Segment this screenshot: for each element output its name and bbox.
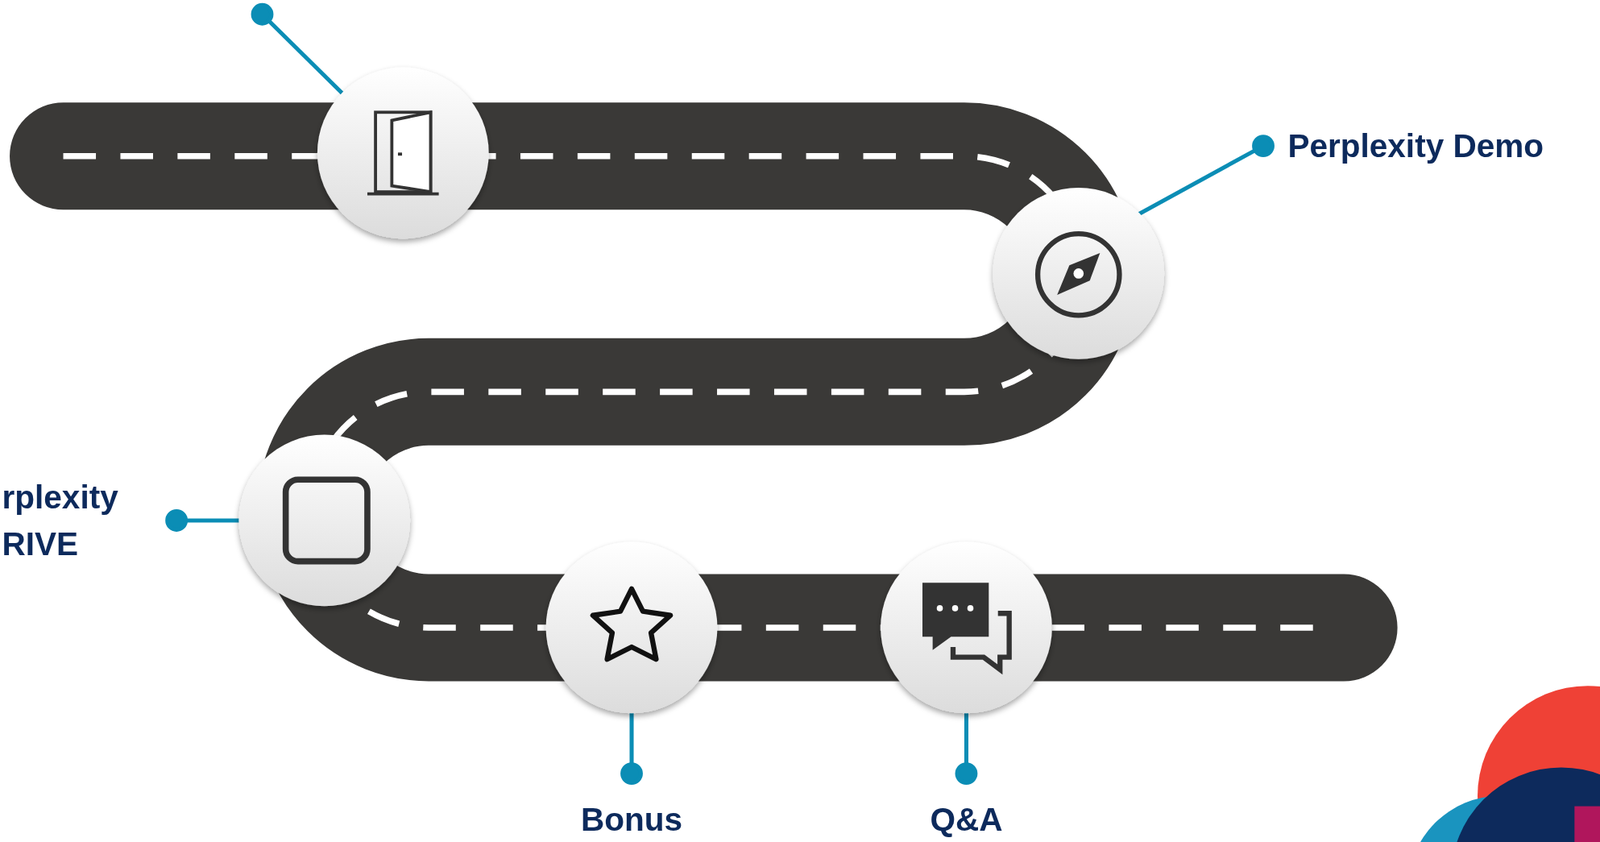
compass-icon (1037, 233, 1120, 316)
leader-lines (167, 4, 1273, 783)
milestone-label: Q&A (929, 799, 1003, 841)
road-center-line (63, 156, 1317, 628)
corner-decoration (1408, 685, 1600, 842)
chat-icon (922, 582, 1010, 670)
road (63, 156, 1345, 628)
milestone-label: rplexity RIVE (2, 473, 119, 568)
square-icon (286, 479, 368, 561)
star-icon (592, 588, 671, 660)
milestone-circles (238, 67, 1165, 714)
milestone-label: Perplexity Demo (1287, 125, 1544, 167)
door-icon (367, 111, 440, 194)
milestone-label: Bonus (580, 799, 683, 841)
